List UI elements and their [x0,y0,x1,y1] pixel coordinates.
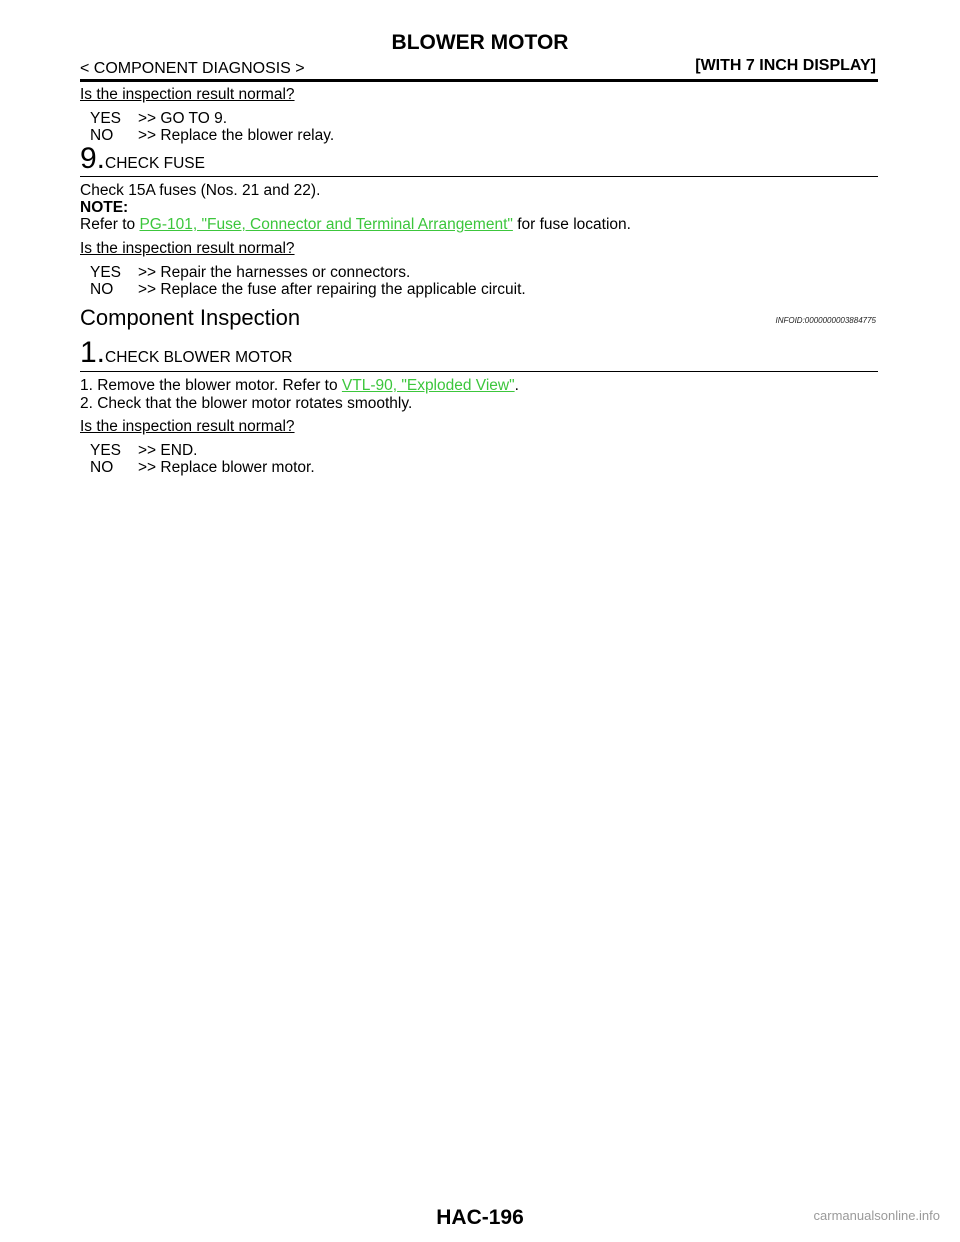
step-text: Check 15A fuses (Nos. 21 and 22). [80,182,321,199]
header-rule [80,79,878,82]
step-rule [80,371,878,372]
answer-yes: YES>> END. [90,442,198,459]
answer-yes: YES>> GO TO 9. [90,110,228,127]
note-label: NOTE: [80,199,129,216]
step-heading: 9.CHECK FUSE [80,142,205,175]
section-breadcrumb: < COMPONENT DIAGNOSIS > [80,60,305,77]
watermark: carmanualsonline.info [813,1208,940,1223]
list-item: 1. Remove the blower motor. Refer to VTL… [80,377,519,394]
answer-no: NO>> Replace the blower relay. [90,127,335,144]
answer-no: NO>> Replace the fuse after repairing th… [90,281,526,298]
answer-no: NO>> Replace blower motor. [90,459,315,476]
exploded-view-link[interactable]: VTL-90, "Exploded View" [341,377,515,394]
step-heading: 1.CHECK BLOWER MOTOR [80,336,293,369]
list-item: 2. Check that the blower motor rotates s… [80,395,413,412]
answer-yes: YES>> Repair the harnesses or connectors… [90,264,411,281]
section-title: Component Inspection [80,305,301,330]
fuse-arrangement-link[interactable]: PG-101, "Fuse, Connector and Terminal Ar… [139,216,513,233]
inspection-question: Is the inspection result normal? [80,86,295,103]
step-rule [80,176,878,177]
inspection-question: Is the inspection result normal? [80,418,295,435]
display-variant-label: [WITH 7 INCH DISPLAY] [695,57,876,74]
page-title: BLOWER MOTOR [391,31,569,54]
refer-line: Refer to PG-101, "Fuse, Connector and Te… [80,216,631,233]
info-id: INFOID:0000000003884775 [775,316,876,325]
inspection-question: Is the inspection result normal? [80,240,295,257]
page-number: HAC-196 [436,1206,524,1229]
